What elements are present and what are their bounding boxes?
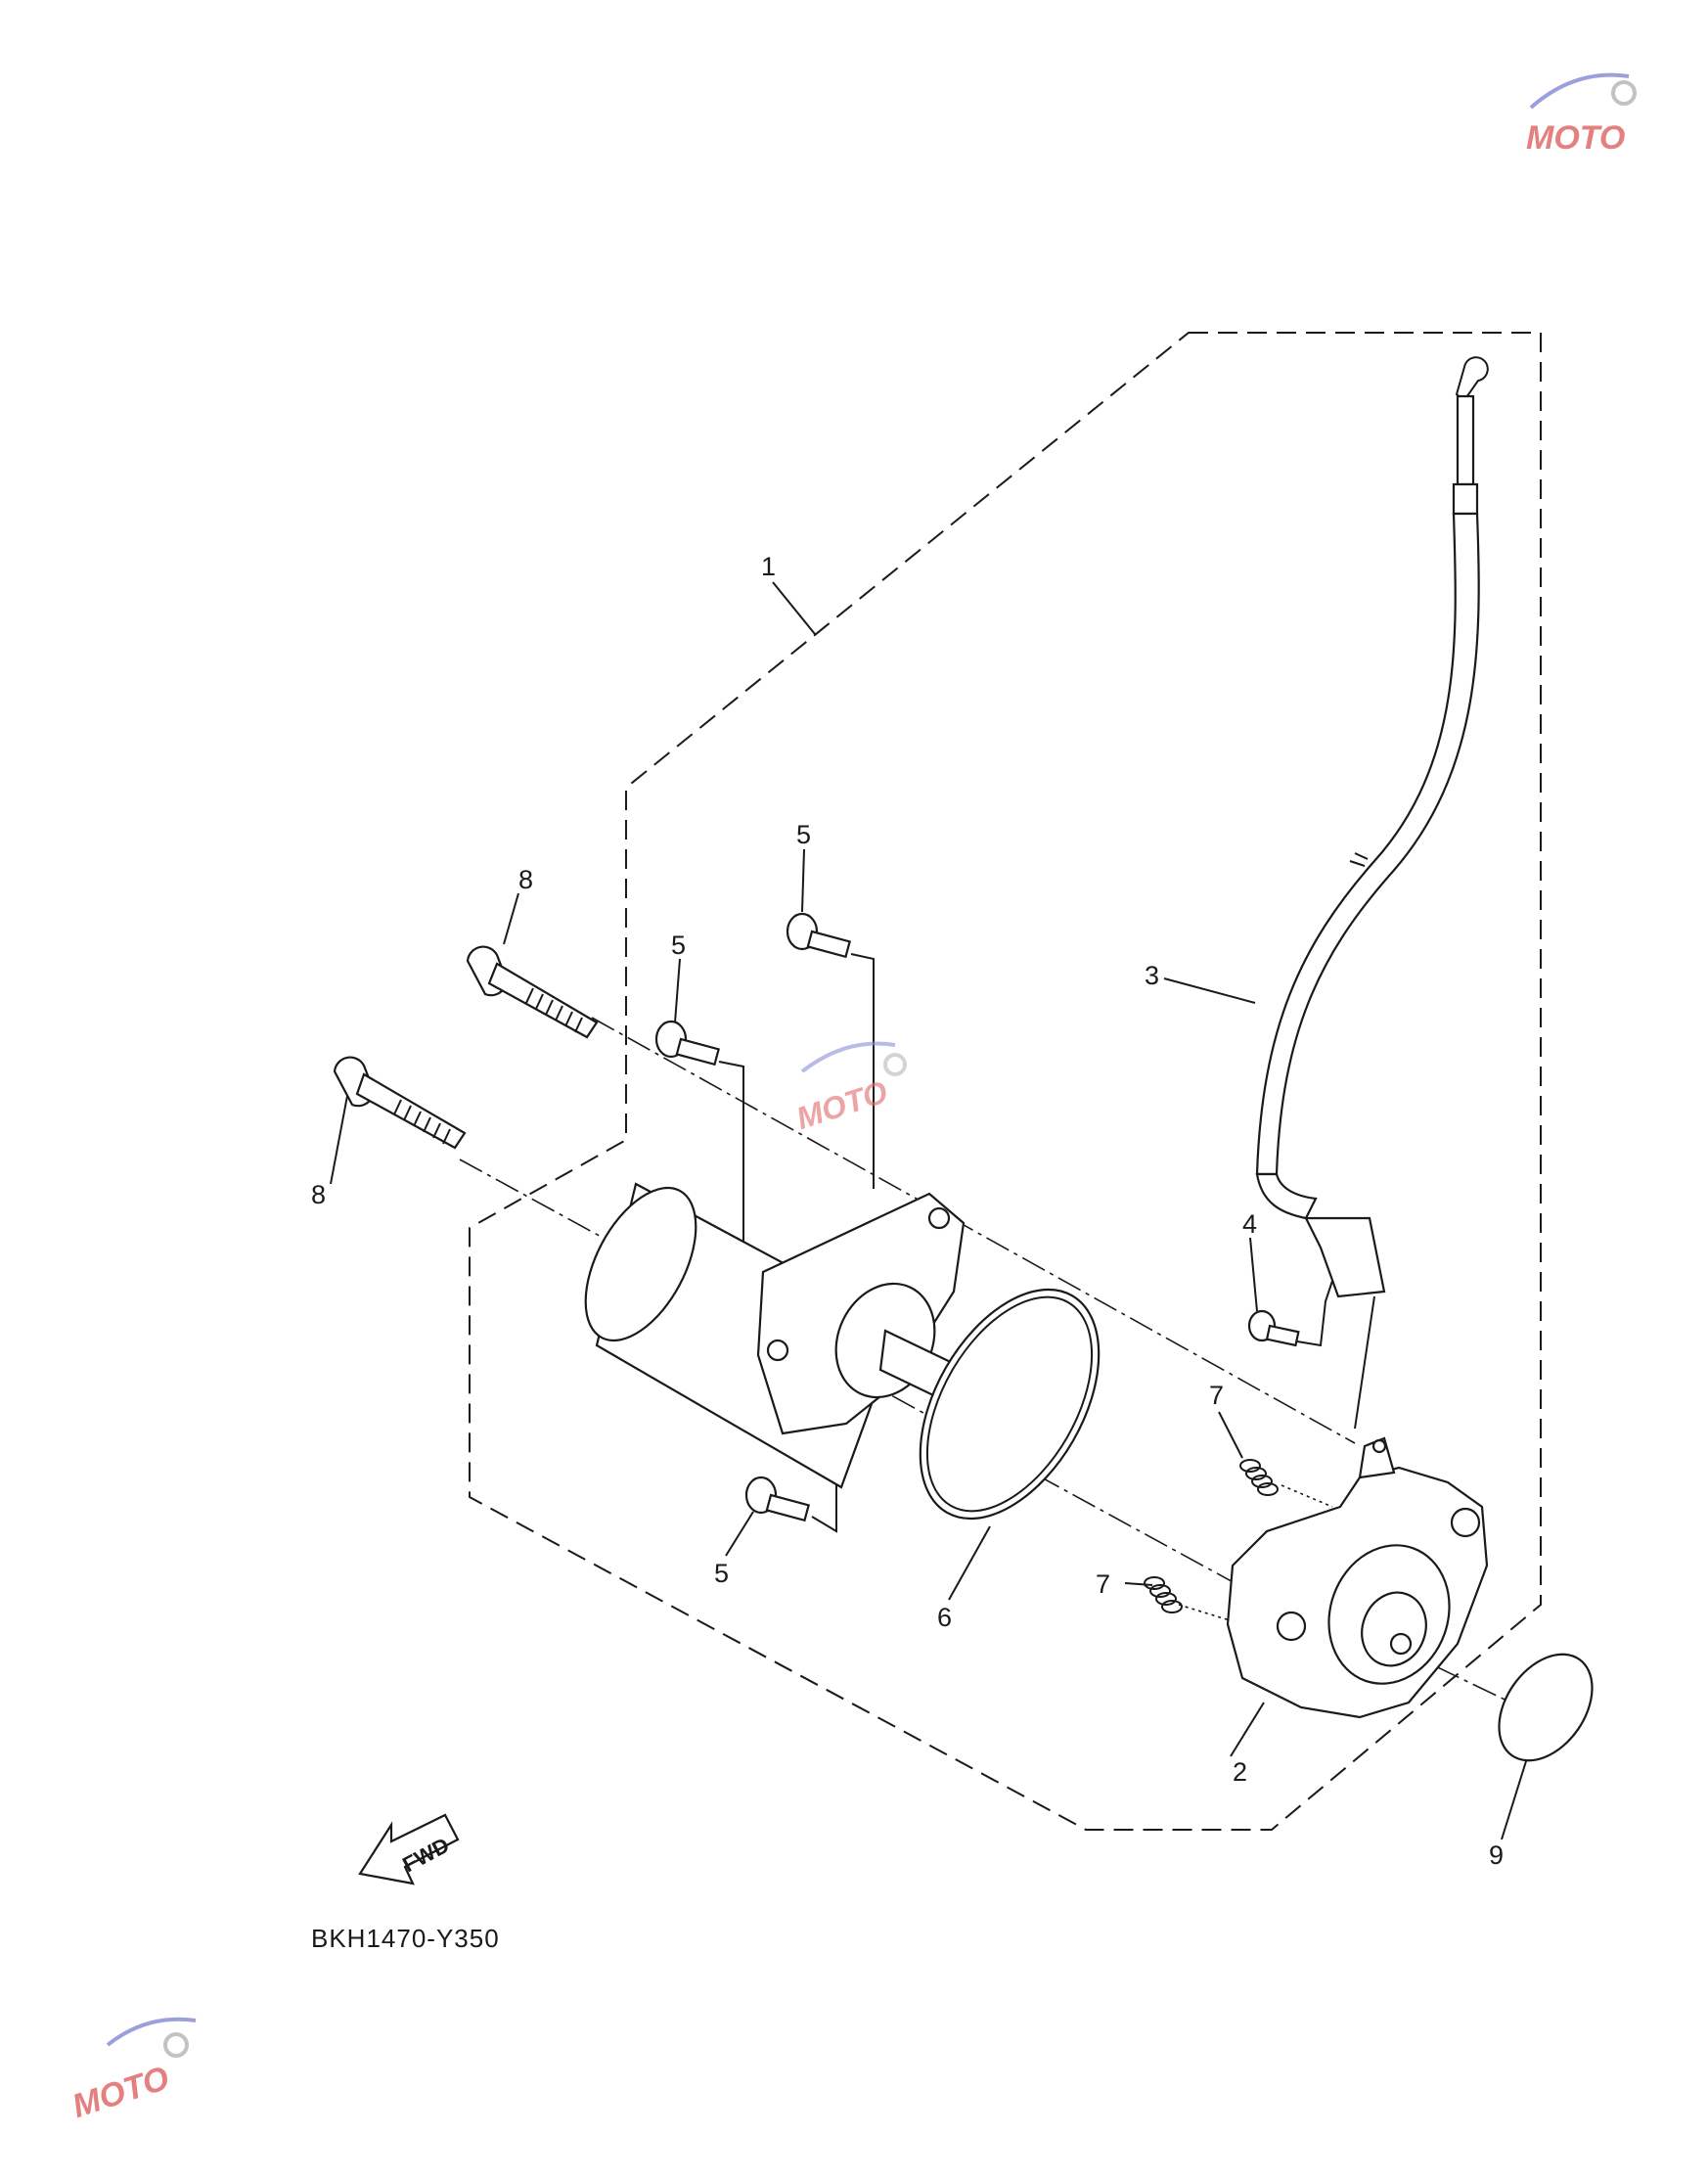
centerline-upper bbox=[591, 1017, 1356, 1444]
fwd-arrow-icon: FWD bbox=[358, 1813, 460, 1885]
callout-7-upper: 7 bbox=[1209, 1381, 1224, 1410]
callout-5-mid: 5 bbox=[671, 931, 686, 960]
callout-8-upper: 8 bbox=[518, 865, 533, 894]
guide-screw-4 bbox=[1290, 1271, 1336, 1347]
guide-cable-terminal bbox=[1354, 1295, 1375, 1430]
callout-2: 2 bbox=[1233, 1757, 1247, 1787]
cable-3 bbox=[1255, 356, 1489, 1298]
screw-5-bottom bbox=[744, 1476, 810, 1522]
diagram-code: BKH1470-Y350 bbox=[311, 1924, 500, 1953]
assembly-boundary bbox=[469, 332, 1542, 1831]
screw-5-mid bbox=[654, 1020, 720, 1067]
callout-1: 1 bbox=[761, 552, 776, 581]
callout-3: 3 bbox=[1145, 961, 1159, 990]
gear-icon bbox=[883, 1053, 907, 1076]
gear-icon bbox=[163, 2032, 189, 2058]
bolt-8-lower bbox=[333, 1056, 467, 1150]
gear-icon bbox=[1611, 80, 1637, 106]
spring-7-lower bbox=[1144, 1576, 1183, 1613]
screw-4 bbox=[1247, 1309, 1300, 1347]
watermark-text-bottom: MOTO bbox=[67, 2060, 173, 2125]
o-ring-6 bbox=[919, 1288, 1101, 1521]
rear-cover-2 bbox=[1226, 1436, 1489, 1719]
bolt-8-upper bbox=[466, 945, 599, 1039]
watermark-logo-bottom-left: MOTO bbox=[67, 2017, 197, 2125]
watermark-text-top: MOTO bbox=[1526, 119, 1625, 157]
guide-screw-5-top bbox=[850, 953, 875, 1189]
callout-6: 6 bbox=[937, 1603, 952, 1632]
callout-5-bottom: 5 bbox=[714, 1559, 729, 1588]
centerline-lower bbox=[459, 1158, 1302, 1620]
leader-lines bbox=[330, 581, 1527, 1840]
callout-8-lower: 8 bbox=[311, 1180, 326, 1209]
o-ring-9 bbox=[1498, 1653, 1594, 1762]
callout-4: 4 bbox=[1242, 1209, 1257, 1239]
guide-spring-upper bbox=[1281, 1484, 1333, 1508]
spring-7-upper bbox=[1239, 1459, 1279, 1496]
callout-5-top: 5 bbox=[796, 820, 811, 849]
callout-7-lower: 7 bbox=[1096, 1569, 1110, 1599]
watermark-logo-center: MOTO bbox=[792, 1041, 907, 1136]
o-ring-6-inner bbox=[925, 1295, 1094, 1513]
watermark-text-center: MOTO bbox=[792, 1073, 892, 1136]
screw-5-top bbox=[786, 912, 851, 959]
callout-9: 9 bbox=[1489, 1840, 1504, 1870]
watermark-logo-top-right: MOTO bbox=[1526, 72, 1637, 157]
